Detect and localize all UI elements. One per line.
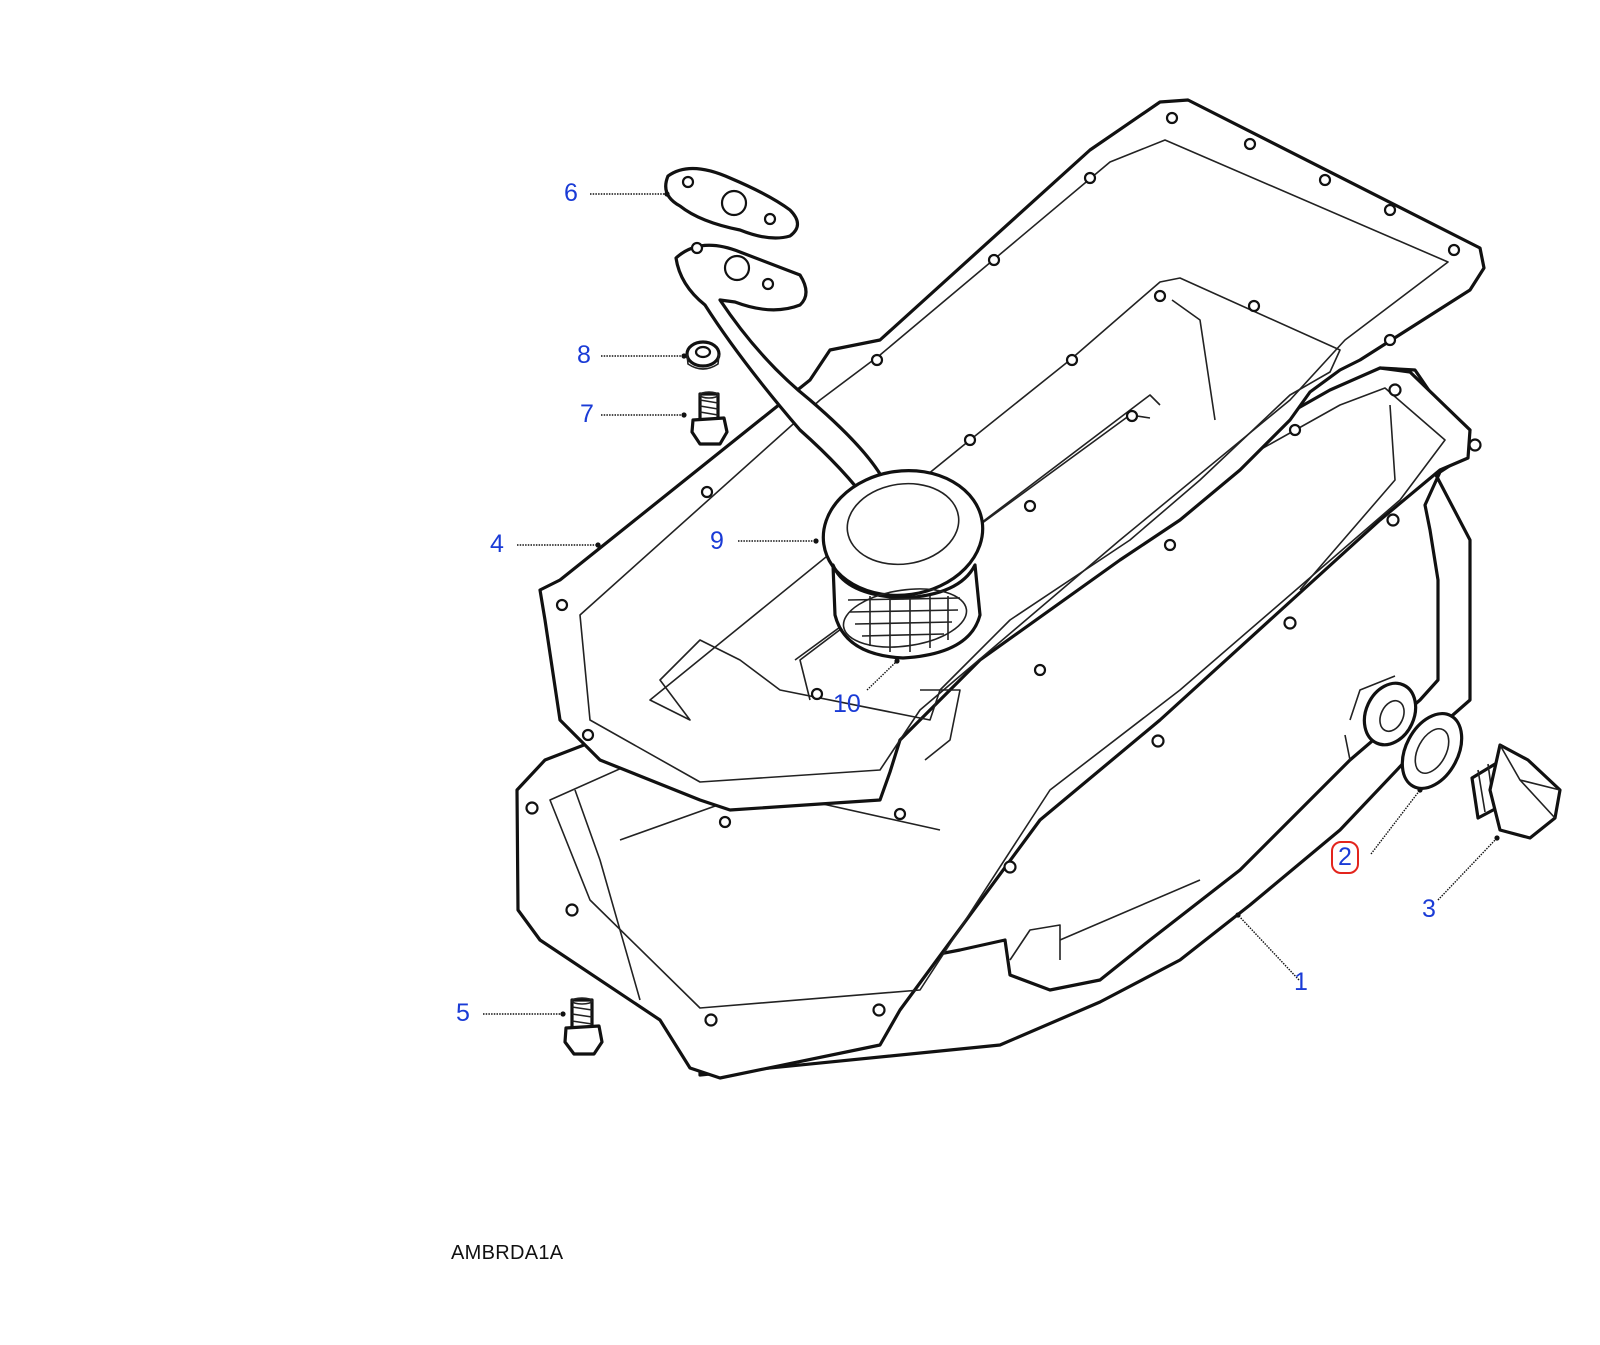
callout-8[interactable]: 8 <box>577 341 591 369</box>
sump-bolt <box>563 997 604 1056</box>
pickup-pipe-gasket <box>664 166 800 240</box>
callout-3[interactable]: 3 <box>1422 895 1436 923</box>
callout-6[interactable]: 6 <box>564 179 578 207</box>
callout-5[interactable]: 5 <box>456 999 470 1027</box>
oil-pickup-pipe-strainer <box>674 241 985 660</box>
callout-9[interactable]: 9 <box>710 527 724 555</box>
callout-7[interactable]: 7 <box>580 400 594 428</box>
spring-washer <box>685 340 721 370</box>
leader-lines <box>483 191 1500 1017</box>
pickup-bolt <box>690 391 729 446</box>
callout-1[interactable]: 1 <box>1294 968 1308 996</box>
diagram-reference-code: AMBRDA1A <box>451 1242 564 1264</box>
drain-plug-washer <box>1400 712 1464 790</box>
oil-sump-pan <box>515 366 1482 1080</box>
callout-2-selected[interactable]: 2 <box>1331 841 1359 874</box>
callout-10[interactable]: 10 <box>833 690 861 718</box>
callout-4[interactable]: 4 <box>490 530 504 558</box>
drain-plug <box>1470 743 1562 840</box>
